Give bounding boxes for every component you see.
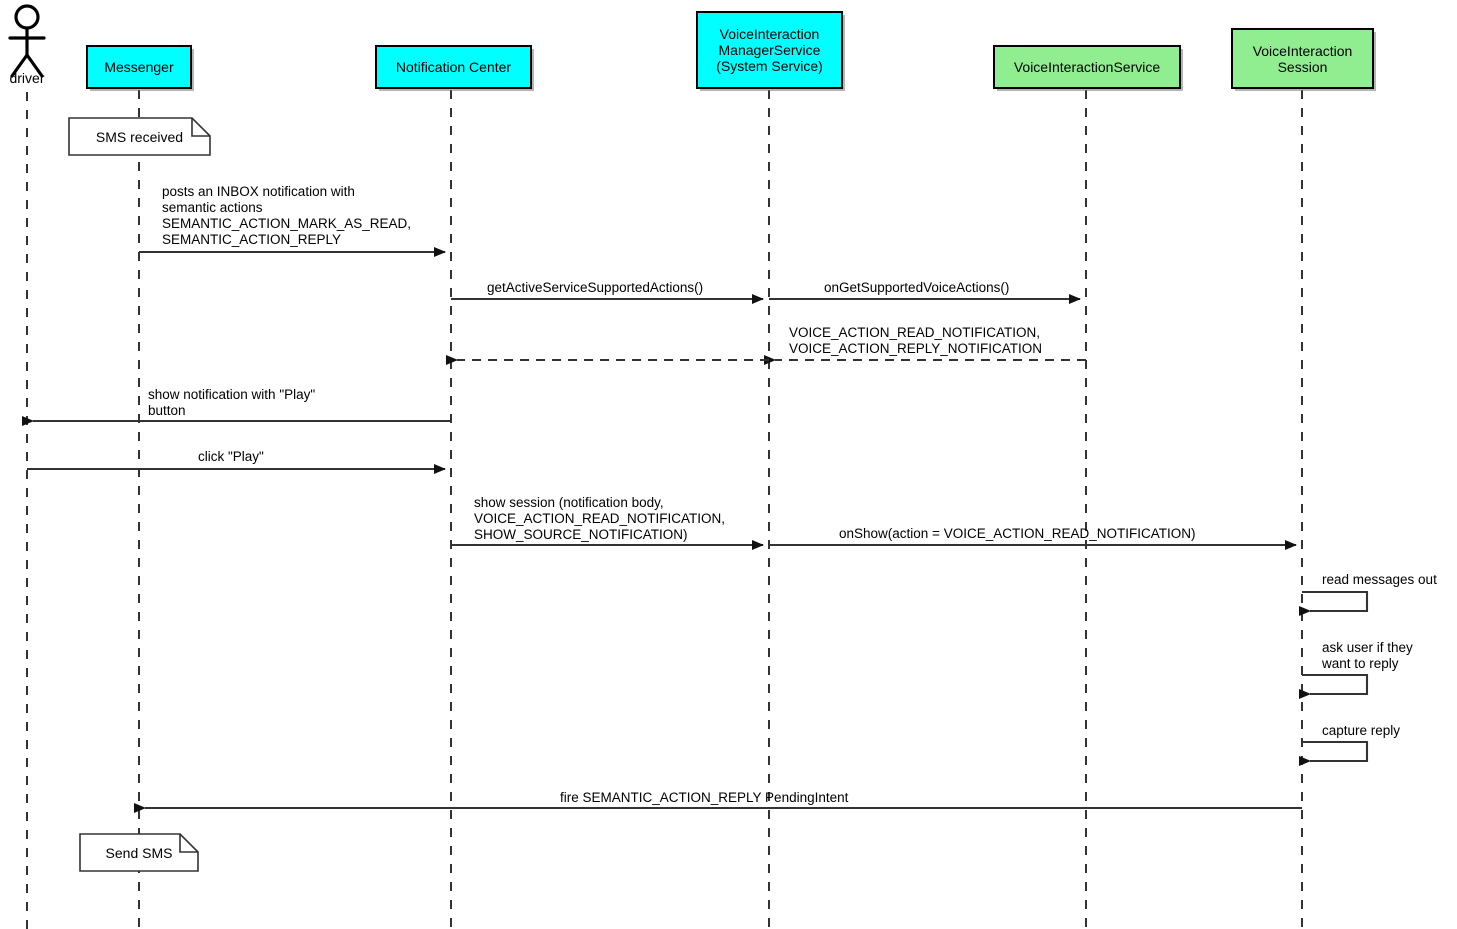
label-click-play: click "Play": [198, 449, 264, 464]
label-post-notification: posts an INBOX notification with semanti…: [162, 184, 412, 247]
self-arrow-capture-reply: [1299, 740, 1369, 766]
label-read-messages-out: read messages out: [1322, 572, 1437, 587]
label-ask-user-reply: ask user if they want to reply: [1322, 640, 1413, 671]
note-send-sms-shape: [79, 833, 199, 872]
participant-vims[interactable]: VoiceInteraction ManagerService (System …: [696, 11, 843, 89]
label-on-get-supported-voice-actions: onGetSupportedVoiceActions(): [824, 280, 1010, 295]
actor-driver-label: driver: [9, 70, 45, 86]
note-sms-received: SMS received: [69, 118, 210, 155]
participant-vims-label: VoiceInteraction ManagerService (System …: [716, 26, 823, 74]
participant-messenger[interactable]: Messenger: [86, 45, 192, 89]
label-show-notification: show notification with "Play" button: [148, 387, 316, 418]
label-fire-pending-intent: fire SEMANTIC_ACTION_REPLY PendingIntent: [560, 790, 849, 805]
participant-notification-center[interactable]: Notification Center: [375, 45, 532, 89]
label-capture-reply: capture reply: [1322, 723, 1401, 738]
label-return-voice-actions: VOICE_ACTION_READ_NOTIFICATION, VOICE_AC…: [789, 325, 1043, 356]
participant-session-label: VoiceInteraction Session: [1252, 42, 1353, 75]
participant-session[interactable]: VoiceInteraction Session: [1231, 28, 1374, 89]
note-send-sms: Send SMS: [80, 834, 198, 871]
note-sms-received-text: SMS received: [95, 128, 184, 145]
note-send-sms-text: Send SMS: [105, 844, 173, 861]
label-on-show: onShow(action = VOICE_ACTION_READ_NOTIFI…: [839, 526, 1196, 541]
participant-vis[interactable]: VoiceInteractionService: [993, 45, 1181, 89]
self-arrow-ask-user-reply: [1299, 673, 1369, 699]
label-get-active-service-supported-actions: getActiveServiceSupportedActions(): [487, 280, 704, 295]
note-sms-received-shape: [68, 117, 211, 156]
label-show-session: show session (notification body, VOICE_A…: [474, 495, 726, 542]
self-arrow-read-messages-out: [1299, 590, 1369, 616]
participant-vis-label: VoiceInteractionService: [1013, 59, 1161, 75]
participant-notification-center-label: Notification Center: [395, 59, 512, 75]
actor-driver-icon: [8, 4, 46, 78]
participant-messenger-label: Messenger: [104, 59, 174, 75]
